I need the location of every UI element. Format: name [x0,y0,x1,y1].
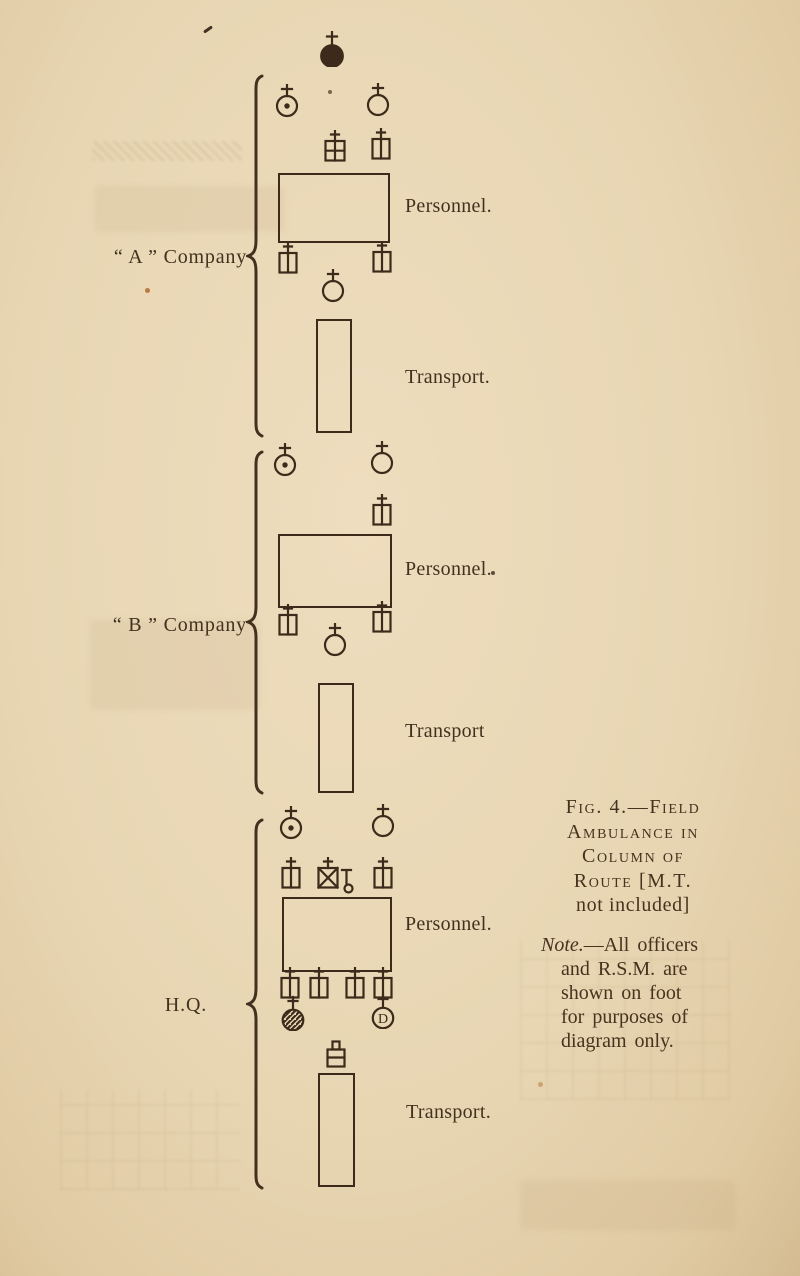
note-first-rest: —All officers [583,934,699,956]
circle-cross-icon [370,441,394,475]
a-company-transport-label: Transport. [405,366,491,388]
a-company-label: “ A ” Company [113,246,247,268]
square-vline-cross-icon [276,242,300,274]
circle-d-cross-icon [371,993,395,1029]
note-line: and R.S.M. are [561,958,688,980]
hq-brace [246,818,266,1190]
square-vline-cross-icon [276,604,300,636]
note-line: Note.—All officers [541,934,698,956]
circle-dot-cross-icon [279,806,303,840]
note-line: for purposes of [561,1006,689,1028]
a-company-brace [246,74,266,438]
b-company-personnel-label: Personnel. [405,558,492,580]
circle-cross-icon [371,804,395,838]
note-prefix: Note. [541,934,584,956]
pole-ring-icon [340,868,354,894]
caption-line: Route [M.T. [573,869,693,892]
note-line: shown on foot [561,982,682,1004]
b-company-personnel-box [278,534,392,608]
figure-caption: Fig. 4.—Field Ambulance in Column of Rou… [533,795,733,918]
b-company-label: “ B ” Company [112,614,247,636]
circle-cross-icon [321,269,345,303]
square-vline-cross-icon [343,967,367,999]
square-vline-cross-icon [371,857,395,889]
circle-cross-icon [366,83,390,117]
ink-speck [203,25,213,34]
b-company-transport-box [318,683,354,793]
a-company-transport-box [316,319,352,433]
caption-line: Column of [582,845,684,867]
bleed-through-ghost [60,1090,240,1190]
square-vline-cross-icon [279,857,303,889]
b-company-brace [246,450,266,795]
ink-speck [328,90,332,94]
hatched-circle-cross-icon [281,995,305,1031]
a-company-personnel-label: Personnel. [405,195,492,217]
square-x-cross-icon [316,857,340,889]
square-vline-cross-icon [370,241,394,273]
caption-line: Fig. 4.—Field [565,796,701,818]
caption-line: Ambulance in [567,820,699,843]
ink-speck [145,288,150,293]
b-company-transport-label: Transport [405,720,485,742]
hq-personnel-label: Personnel. [405,913,492,935]
square-vline-cross-icon [369,128,393,160]
square-vline-cross-icon [370,601,394,633]
note-line: diagram only. [561,1030,674,1052]
a-company-personnel-box [278,173,390,243]
hq-transport-label: Transport. [406,1101,492,1123]
square-vline-cross-icon [370,494,394,526]
hq-transport-box [318,1073,355,1187]
bleed-through-ghost [520,1180,735,1230]
bleed-through-ghost [92,141,242,161]
square-vline-cross-icon [307,967,331,999]
figure-note: Note.—All officers and R.S.M. are shown … [541,933,741,1053]
square-quartered-cross-icon [323,130,347,162]
ink-speck [538,1082,543,1087]
circle-dot-cross-icon [275,84,299,118]
hq-personnel-box [282,897,392,972]
circle-dot-cross-icon [273,443,297,477]
circle-cross-icon [323,623,347,657]
filled-circle-cross-icon [320,31,344,67]
caption-line: not included] [576,894,690,916]
cart-icon [326,1040,346,1068]
hq-label: H.Q. [164,994,207,1016]
